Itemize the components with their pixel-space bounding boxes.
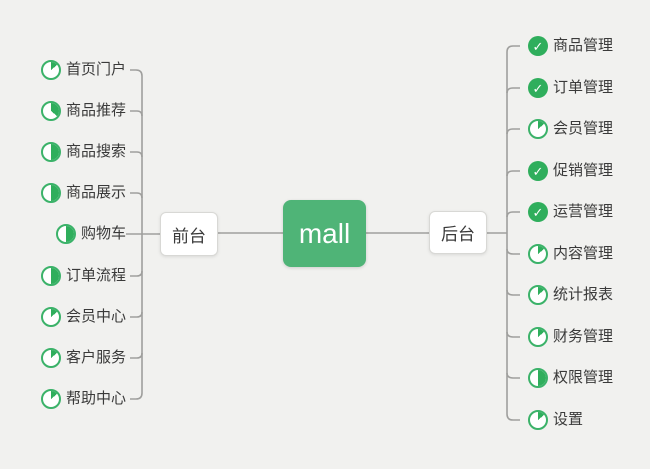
topic-label: 权限管理 [553, 369, 614, 386]
branch-node-label: 后台 [441, 225, 475, 244]
topic-customer-service[interactable]: 客户服务 [40, 348, 126, 368]
left-trunk [130, 69, 143, 400]
topic-label: 购物车 [80, 225, 126, 242]
branch-node-label: 前台 [172, 226, 206, 246]
task-progress-eighth-icon [528, 285, 548, 305]
topic-product-recommend[interactable]: 商品推荐 [40, 101, 126, 121]
topic-product-search[interactable]: 商品搜索 [40, 142, 126, 162]
topic-label: 会员管理 [553, 120, 614, 137]
topic-label: 商品展示 [65, 184, 126, 201]
topic-label: 帮助中心 [65, 390, 126, 407]
topic-label: 商品管理 [553, 37, 614, 54]
topic-member-center[interactable]: 会员中心 [40, 307, 126, 327]
task-progress-half-icon [40, 142, 61, 162]
topic-settings[interactable]: 设置 [528, 410, 583, 430]
topic-order-flow[interactable]: 订单流程 [40, 266, 126, 286]
topic-label: 统计报表 [553, 286, 614, 303]
topic-label: 订单管理 [553, 79, 614, 96]
topic-label: 财务管理 [553, 328, 614, 345]
task-done-icon [528, 78, 548, 98]
topic-label: 会员中心 [65, 308, 126, 325]
task-progress-eighth-icon [528, 410, 548, 430]
task-progress-eighth-icon [528, 119, 548, 139]
task-progress-half-icon [40, 266, 61, 286]
task-progress-half-icon [55, 224, 76, 244]
task-progress-eighth-icon [40, 348, 61, 368]
task-done-icon [528, 202, 548, 222]
topic-label: 订单流程 [65, 267, 126, 284]
root-topic-label: mall [298, 217, 351, 249]
topic-statistics-reports[interactable]: 统计报表 [528, 285, 613, 305]
topic-content-management[interactable]: 内容管理 [528, 244, 613, 264]
topic-promotion-management[interactable]: 促销管理 [528, 161, 613, 181]
branch-node-frontend[interactable]: 前台 [160, 212, 218, 256]
task-progress-eighth-icon [40, 389, 61, 409]
task-done-icon [528, 161, 548, 181]
topic-member-management[interactable]: 会员管理 [528, 119, 613, 139]
topic-help-center[interactable]: 帮助中心 [40, 389, 126, 409]
topic-label: 运营管理 [553, 203, 614, 220]
topic-label: 首页门户 [65, 61, 126, 78]
task-progress-eighth-icon [40, 307, 61, 327]
task-done-icon [528, 36, 548, 56]
task-progress-eighth-icon [40, 60, 61, 80]
task-progress-three-eighths-icon [40, 101, 61, 121]
topic-product-management[interactable]: 商品管理 [528, 36, 613, 56]
topic-label: 客户服务 [65, 349, 126, 366]
topic-home-portal[interactable]: 首页门户 [40, 60, 126, 80]
branch-node-backend[interactable]: 后台 [429, 211, 487, 254]
root-topic-mall[interactable]: mall [283, 200, 366, 267]
topic-label: 设置 [553, 411, 584, 428]
topic-operation-management[interactable]: 运营管理 [528, 202, 613, 222]
topic-shopping-cart[interactable]: 购物车 [55, 224, 126, 244]
right-trunk [506, 45, 520, 421]
topic-product-display[interactable]: 商品展示 [40, 183, 126, 203]
topic-label: 商品搜索 [65, 143, 126, 160]
task-progress-half-icon [40, 183, 61, 203]
topic-label: 商品推荐 [65, 102, 126, 119]
task-progress-eighth-icon [528, 244, 548, 264]
task-progress-half-icon [528, 368, 548, 388]
topic-permission-management[interactable]: 权限管理 [528, 368, 613, 388]
topic-finance-management[interactable]: 财务管理 [528, 327, 613, 347]
topic-label: 内容管理 [553, 245, 614, 262]
task-progress-eighth-icon [528, 327, 548, 347]
topic-label: 促销管理 [553, 162, 614, 179]
topic-order-management[interactable]: 订单管理 [528, 78, 613, 98]
